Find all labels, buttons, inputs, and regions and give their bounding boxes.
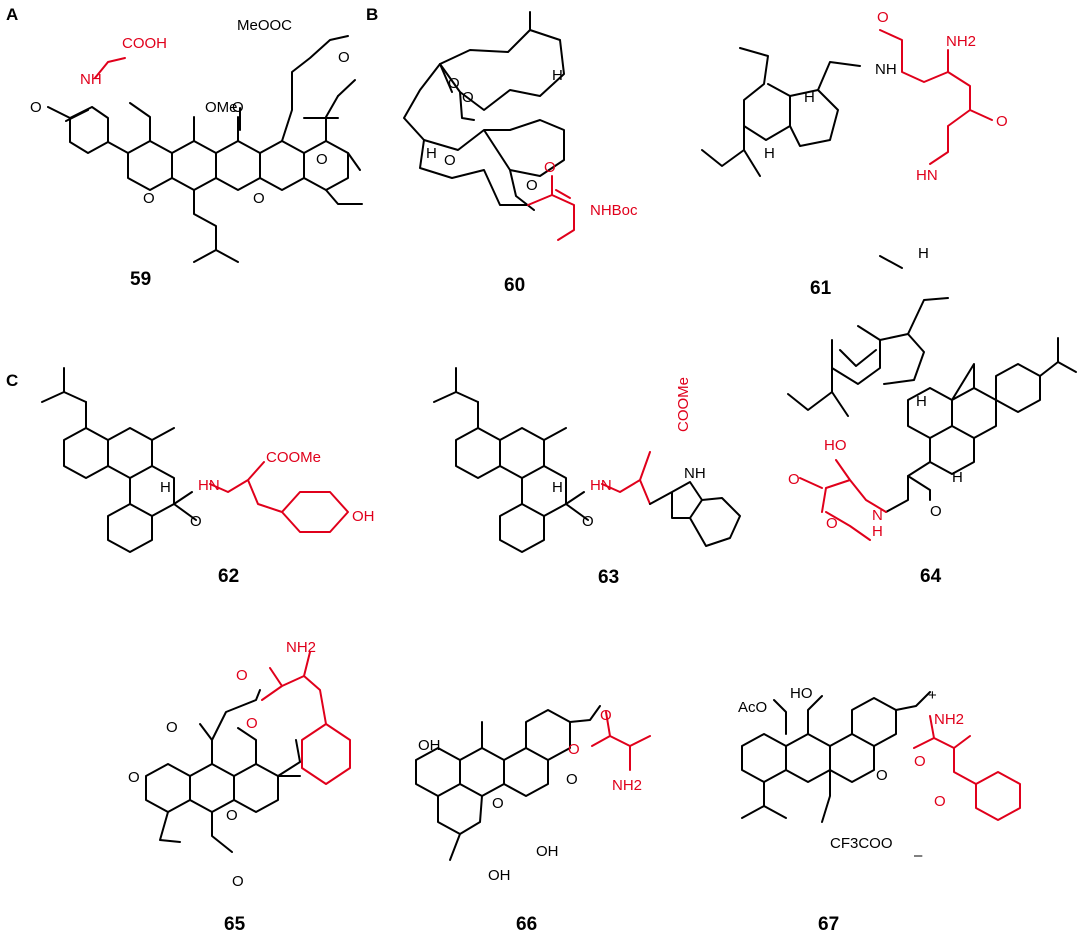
atom-label: O	[166, 719, 178, 736]
atom-label: N	[872, 507, 883, 524]
alanine-bonds-66	[591, 711, 651, 771]
atom-label: OH	[418, 737, 441, 754]
atom-label: OMe	[205, 99, 238, 116]
atom-label: HN	[916, 167, 938, 184]
compound-66-structure	[415, 705, 601, 861]
atom-label: H	[426, 145, 437, 162]
atom-label: H	[552, 479, 563, 496]
phenylalanine-bonds	[261, 651, 351, 785]
panel-label-c: C	[6, 371, 18, 390]
atom-label: O	[826, 515, 838, 532]
atom-label: H	[916, 393, 927, 410]
atom-label: H	[160, 479, 171, 496]
atom-label: O	[877, 9, 889, 26]
atom-label: O	[876, 767, 888, 784]
atom-label: O	[338, 49, 350, 66]
atom-label: NH2	[934, 711, 964, 728]
atom-label: NH2	[612, 777, 642, 794]
atom-label: HO	[790, 685, 813, 702]
atom-label: O	[143, 190, 155, 207]
atom-label: +	[928, 687, 937, 704]
compound-number-65: 65	[224, 914, 246, 931]
atom-label: H	[872, 523, 883, 540]
atom-label: O	[316, 151, 328, 168]
atom-label: HN	[198, 477, 220, 494]
atom-label: O	[128, 769, 140, 786]
atom-label: O	[544, 159, 556, 176]
atom-label: OH	[536, 843, 559, 860]
compound-64-structure	[885, 337, 1077, 513]
atom-label: O	[568, 741, 580, 758]
compound-number-59: 59	[130, 269, 151, 290]
atom-label: COOMe	[675, 377, 692, 432]
panel-label-b: B	[366, 5, 378, 24]
compound-60-structure	[403, 11, 565, 211]
compound-65-structure	[145, 689, 301, 853]
atom-label: O	[566, 771, 578, 788]
atom-label: H	[952, 469, 963, 486]
alanine-ester-bonds	[527, 175, 575, 241]
compound-number-67: 67	[818, 914, 839, 931]
atom-label: O	[226, 807, 238, 824]
atom-label: O	[444, 152, 456, 169]
atom-label: –	[914, 847, 923, 864]
atom-label: O	[996, 113, 1008, 130]
atom-label: COOMe	[266, 449, 321, 466]
atom-label: HO	[824, 437, 847, 454]
atom-label: NH	[684, 465, 706, 482]
compound-number-61: 61	[810, 278, 832, 299]
atom-label: NHBoc	[590, 202, 638, 219]
atom-label: O	[448, 75, 460, 92]
atom-label: H	[804, 89, 815, 106]
atom-label: O	[190, 513, 202, 530]
atom-label: NH2	[946, 33, 976, 50]
tryptophan-backbone-bonds	[601, 451, 651, 505]
atom-label: H	[764, 145, 775, 162]
compound-59-structure	[47, 35, 363, 263]
phenylalanine-bonds-67	[913, 715, 1021, 821]
compound-number-66: 66	[516, 914, 537, 931]
atom-label: NH	[875, 61, 897, 78]
atom-label: O	[232, 99, 244, 116]
compound-67-structure	[741, 691, 931, 823]
compound-61-structure	[701, 47, 949, 417]
atom-label: CF3COO	[830, 835, 893, 852]
atom-label: AcO	[738, 699, 767, 716]
atom-label: HN	[590, 477, 612, 494]
serine-bonds	[799, 459, 887, 541]
atom-label: O	[462, 89, 474, 106]
atom-label: O	[600, 707, 612, 724]
atom-label: H	[918, 245, 929, 262]
atom-label: O	[914, 753, 926, 770]
atom-label: O	[246, 715, 258, 732]
panel-label-a: A	[6, 5, 18, 24]
atom-label: O	[232, 873, 244, 890]
atom-label: O	[30, 99, 42, 116]
indole-bonds	[649, 481, 741, 547]
compound-number-62: 62	[218, 566, 239, 587]
glutamine-linker-bonds	[879, 29, 993, 165]
atom-label: O	[930, 503, 942, 520]
compound-number-64: 64	[920, 566, 942, 587]
glycine-linker-bond	[94, 57, 126, 79]
atom-label: O	[253, 190, 265, 207]
compound-number-60: 60	[504, 275, 525, 296]
compound-62-structure	[41, 367, 197, 553]
atom-label: OH	[488, 867, 511, 884]
atom-label: O	[236, 667, 248, 684]
atom-label: NH2	[286, 639, 316, 656]
atom-label: OH	[352, 508, 375, 525]
compound-63-structure	[433, 367, 589, 553]
atom-label: O	[492, 795, 504, 812]
atom-label: O	[788, 471, 800, 488]
atom-label: O	[934, 793, 946, 810]
atom-label: MeOOC	[237, 17, 292, 34]
atom-label: H	[552, 67, 563, 84]
atom-label: COOH	[122, 35, 167, 52]
compound-number-63: 63	[598, 567, 619, 588]
atom-label: O	[526, 177, 538, 194]
tyrosine-bonds	[209, 461, 349, 533]
atom-label: O	[582, 513, 594, 530]
